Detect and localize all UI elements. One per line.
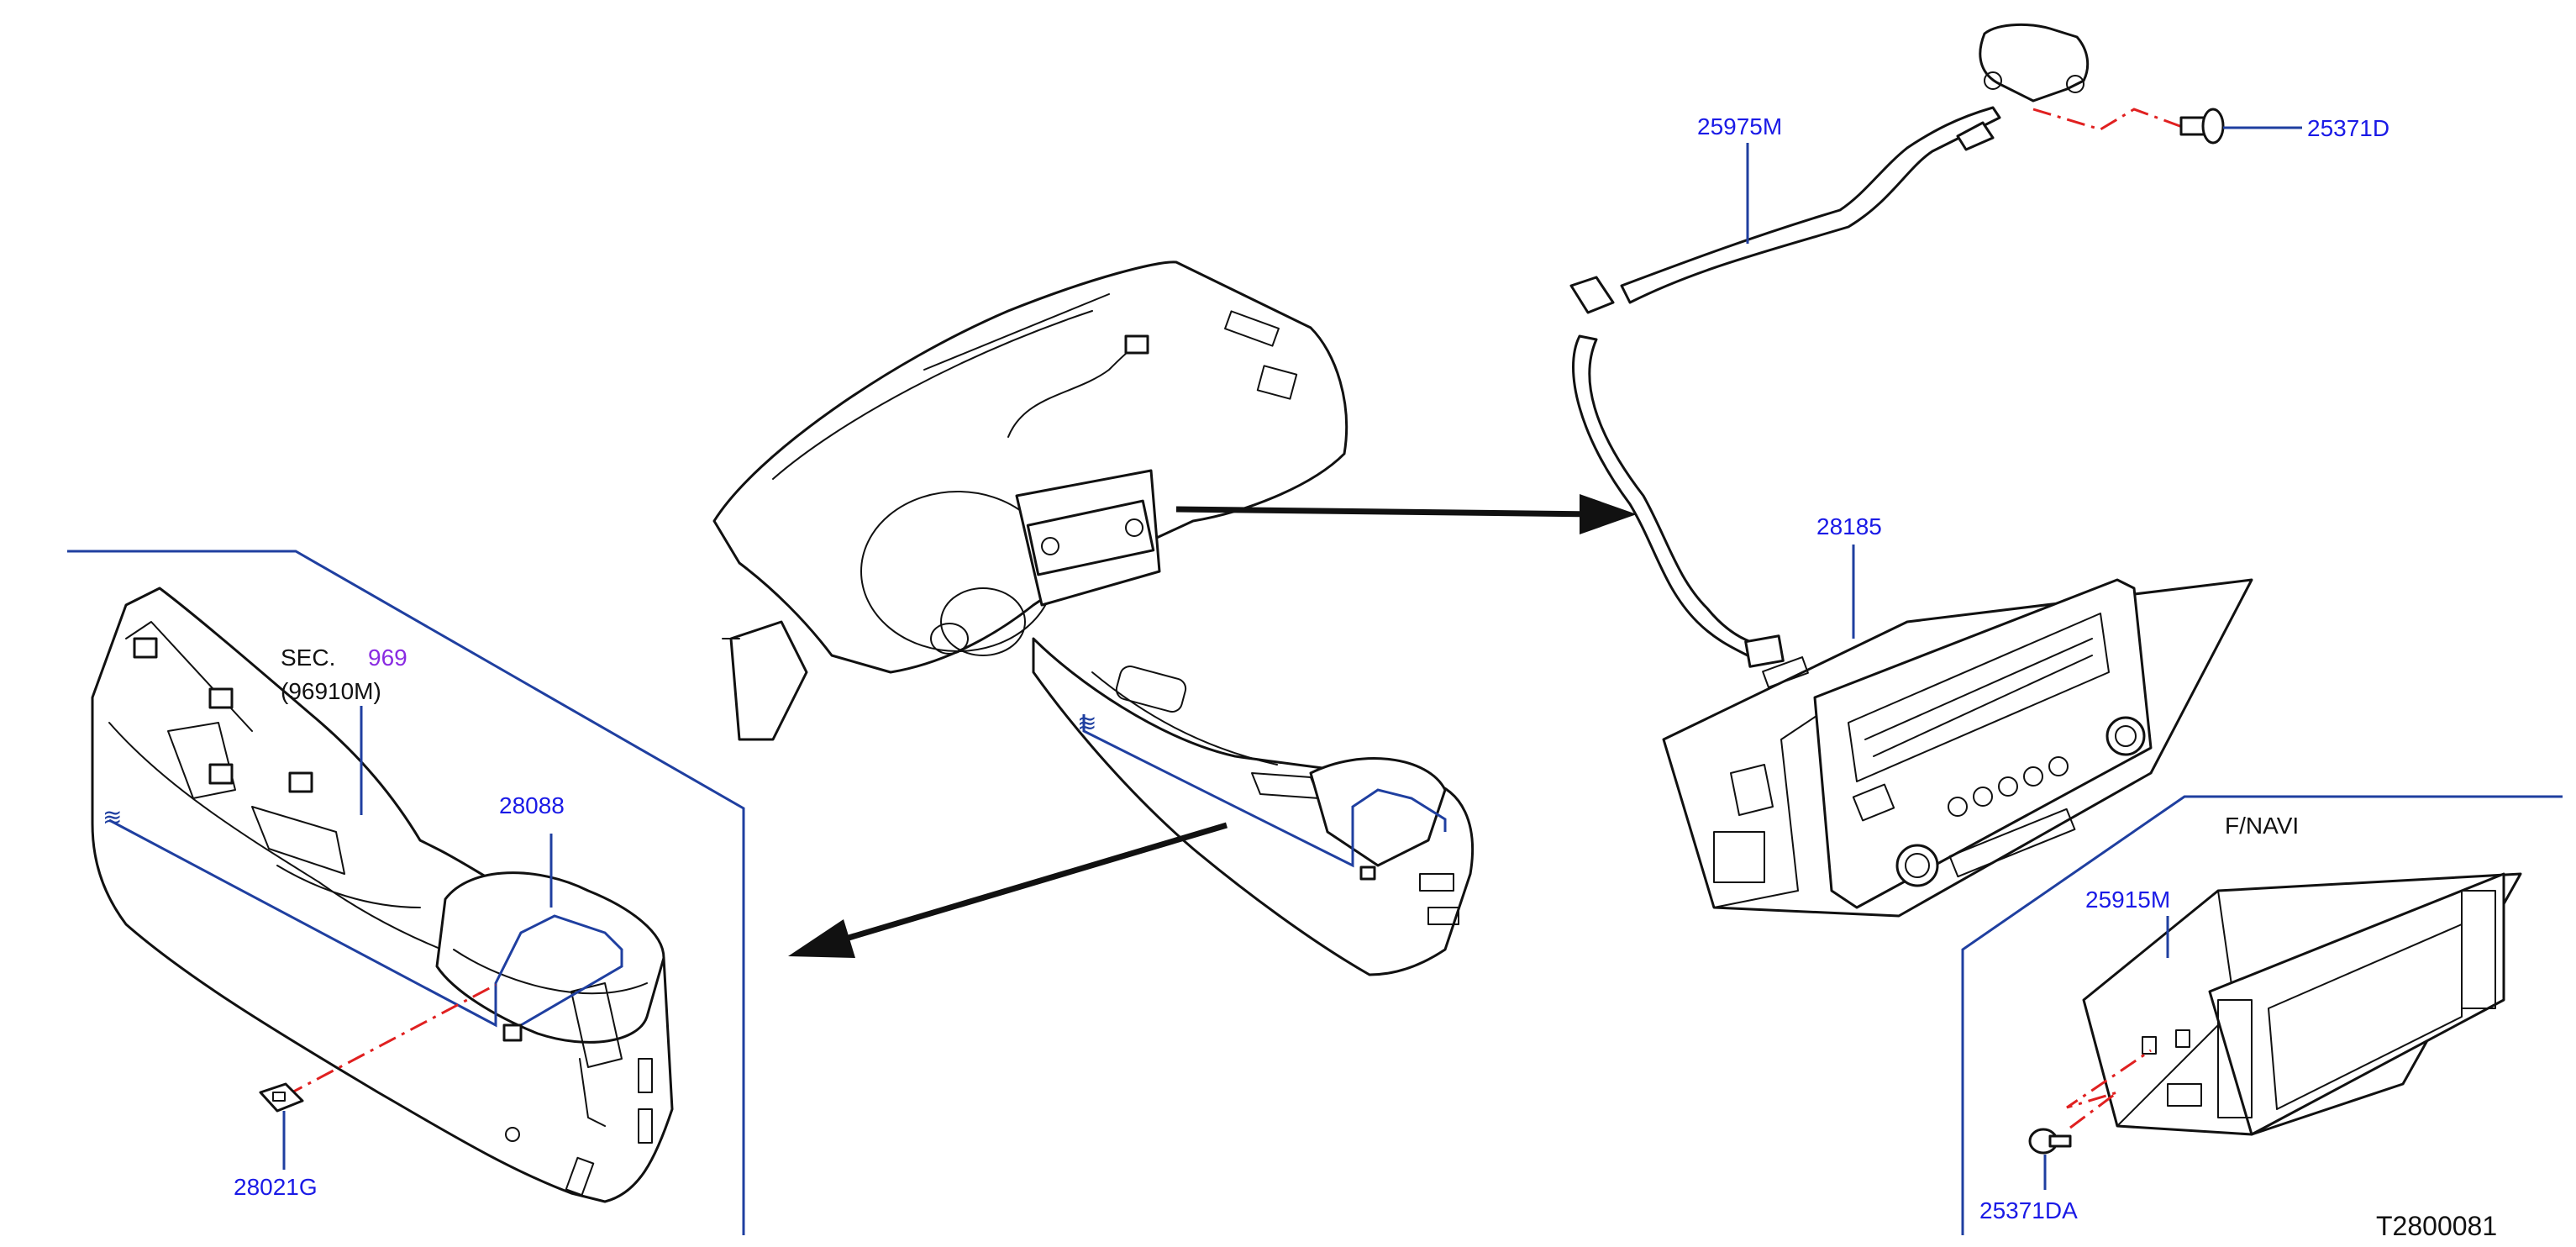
section-ref-number[interactable]: 969 (368, 645, 407, 671)
section-ref-prefix: SEC. (281, 645, 335, 671)
part-number-25371da[interactable]: 25371DA (1979, 1197, 2078, 1223)
audio-unit-illustration (1662, 578, 2253, 918)
arrow-to-radio (1175, 494, 1637, 534)
section-ref-part: (96910M) (281, 678, 381, 704)
dashboard-overview-illustration: ≋ (712, 260, 1475, 976)
antenna-cable-illustration (1569, 23, 2185, 668)
left-section-frame (67, 550, 745, 1235)
part-number-28088[interactable]: 28088 (499, 792, 565, 818)
center-console-illustration: ≋ (91, 587, 674, 1203)
navi-option-label: F/NAVI (2225, 813, 2299, 839)
svg-text:≋: ≋ (103, 803, 122, 831)
part-number-25371d[interactable]: 25371D (2307, 115, 2389, 141)
navigation-unit-illustration (2028, 872, 2522, 1155)
arrow-to-console (788, 822, 1228, 958)
svg-text:≋: ≋ (1077, 709, 1096, 737)
part-number-25975m[interactable]: 25975M (1697, 113, 1782, 139)
part-number-28021g[interactable]: 28021G (234, 1174, 318, 1200)
figure-id: T2800081 (2376, 1211, 2497, 1241)
part-number-25915m[interactable]: 25915M (2085, 887, 2170, 913)
screw-25371d-illustration (2179, 108, 2225, 145)
part-number-28185[interactable]: 28185 (1816, 513, 1882, 539)
navi-section-frame (1961, 795, 2563, 1235)
